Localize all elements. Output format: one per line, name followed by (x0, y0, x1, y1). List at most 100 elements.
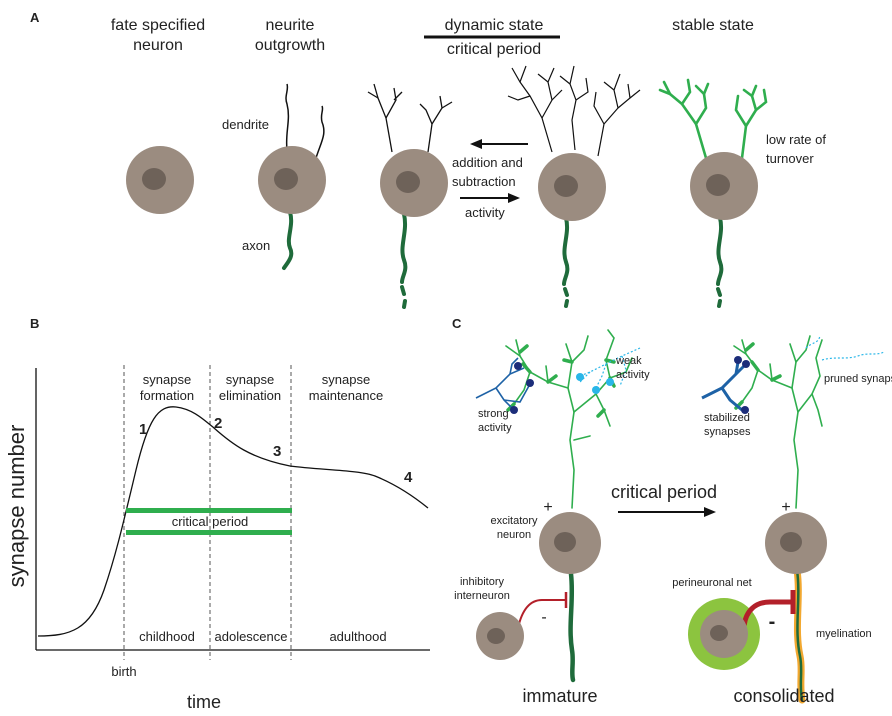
nucleus (706, 174, 730, 196)
stage-neurite-outgrowth-line1: neurite (266, 17, 315, 34)
spines (734, 342, 782, 410)
axon-dashed-end (563, 287, 569, 308)
x-axis-label: time (187, 692, 221, 712)
age-adulthood: adulthood (329, 629, 386, 644)
minus-sign-consolidated: - (769, 611, 776, 633)
strong-activity-line2: activity (478, 422, 512, 434)
weak-synapse-terminals (576, 373, 614, 394)
dendrite-1 (285, 83, 290, 151)
subtraction-label: subtraction (452, 174, 516, 189)
neuron-dynamic-right (507, 65, 641, 308)
point-4-label: 4 (404, 469, 413, 486)
spines (506, 344, 616, 418)
point-3-label: 3 (273, 443, 281, 460)
right-arrow-head (508, 193, 520, 203)
phase-maintenance-line2: maintenance (309, 388, 383, 403)
immature-label: immature (522, 686, 597, 706)
axon (568, 571, 576, 683)
stage-stable-state: stable state (672, 17, 754, 34)
excitatory-line1: excitatory (490, 515, 538, 527)
axon (716, 216, 724, 286)
inhibitory-axon (741, 599, 795, 629)
activity-label: activity (465, 205, 505, 220)
interneuron-nucleus (710, 625, 728, 641)
nucleus (396, 171, 420, 193)
addition-label: addition and (452, 155, 523, 170)
stabilized-line1: stabilized (704, 412, 750, 424)
age-adolescence: adolescence (215, 629, 288, 644)
dendrite-2 (315, 105, 325, 159)
phase-formation-line1: synapse (143, 372, 191, 387)
weak-activity-line1: weak (615, 355, 642, 367)
weak-activity-axon (579, 347, 641, 389)
panel-b-label: B (30, 316, 39, 331)
neuron-consolidated (701, 335, 885, 704)
strong-activity-line1: strong (478, 408, 509, 420)
pruned-synapses-label: pruned synapses (824, 373, 892, 385)
nucleus (554, 532, 576, 552)
critical-period-arrow-head (704, 507, 716, 517)
neuron-stable (658, 78, 768, 308)
panel-c: C (452, 316, 892, 706)
stage-fate-specified-line2: neuron (133, 37, 183, 54)
axon-dashed-end (716, 287, 722, 308)
panel-b: B synapse number time birth synapse form… (4, 316, 430, 712)
y-axis-label: synapse number (4, 425, 29, 588)
axon-dashed-end (400, 285, 407, 309)
interneuron-immature (476, 592, 568, 660)
left-arrow-head (470, 139, 482, 149)
plus-sign-immature: + (543, 499, 552, 516)
dendrite-arbor-dense (507, 65, 641, 157)
nucleus (554, 175, 578, 197)
turnover-label-line2: turnover (766, 151, 814, 166)
nucleus (780, 532, 802, 552)
neuron-fate-specified (126, 146, 194, 214)
critical-period-bar-bottom (126, 530, 292, 535)
axon (400, 212, 408, 284)
pruned-axon-stub (805, 335, 821, 349)
phase-maintenance-line1: synapse (322, 372, 370, 387)
nucleus (142, 168, 166, 190)
panel-a: A fate specified neuron neurite outgrowt… (30, 10, 826, 309)
excitatory-line2: neuron (497, 529, 531, 541)
stabilized-axon (701, 361, 748, 412)
critical-period-label: critical period (172, 514, 249, 529)
perineuronal-net-label: perineuronal net (672, 577, 752, 589)
plus-sign-consolidated: + (781, 499, 790, 516)
inhibitory-line2: interneuron (454, 590, 510, 602)
nucleus (274, 168, 298, 190)
panel-a-label: A (30, 10, 40, 25)
strong-synapse-terminals (510, 362, 534, 414)
axon (282, 210, 294, 270)
point-2-label: 2 (214, 415, 222, 432)
stage-fate-specified-line1: fate specified (111, 17, 205, 34)
axon (795, 568, 804, 702)
stabilized-line2: synapses (704, 426, 751, 438)
stage-dynamic-state: dynamic state (445, 17, 544, 34)
turnover-label-line1: low rate of (766, 132, 826, 147)
age-childhood: childhood (139, 629, 195, 644)
panel-c-label: C (452, 316, 462, 331)
minus-sign-immature: - (541, 609, 546, 626)
neuron-neurite-outgrowth (258, 83, 326, 270)
phase-formation-line2: formation (140, 388, 194, 403)
dendrite-arbor-stable (658, 78, 768, 160)
birth-label: birth (111, 664, 136, 679)
point-1-label: 1 (139, 421, 147, 438)
stabilized-synapse-terminals (734, 356, 750, 414)
interneuron-nucleus (487, 628, 505, 644)
dendrite-label: dendrite (222, 117, 269, 132)
pruned-axon (821, 351, 885, 361)
axon (562, 216, 570, 286)
stage-critical-period: critical period (447, 41, 541, 58)
strong-activity-axon (475, 357, 531, 411)
weak-activity-line2: activity (616, 369, 650, 381)
neuron-dynamic-left (367, 83, 453, 309)
consolidated-label: consolidated (733, 686, 834, 706)
stage-neurite-outgrowth-line2: outgrowth (255, 37, 325, 54)
inhibitory-line1: inhibitory (460, 576, 505, 588)
phase-elimination-line2: elimination (219, 388, 281, 403)
dendrite-arbor (367, 83, 453, 153)
phase-elimination-line1: synapse (226, 372, 274, 387)
